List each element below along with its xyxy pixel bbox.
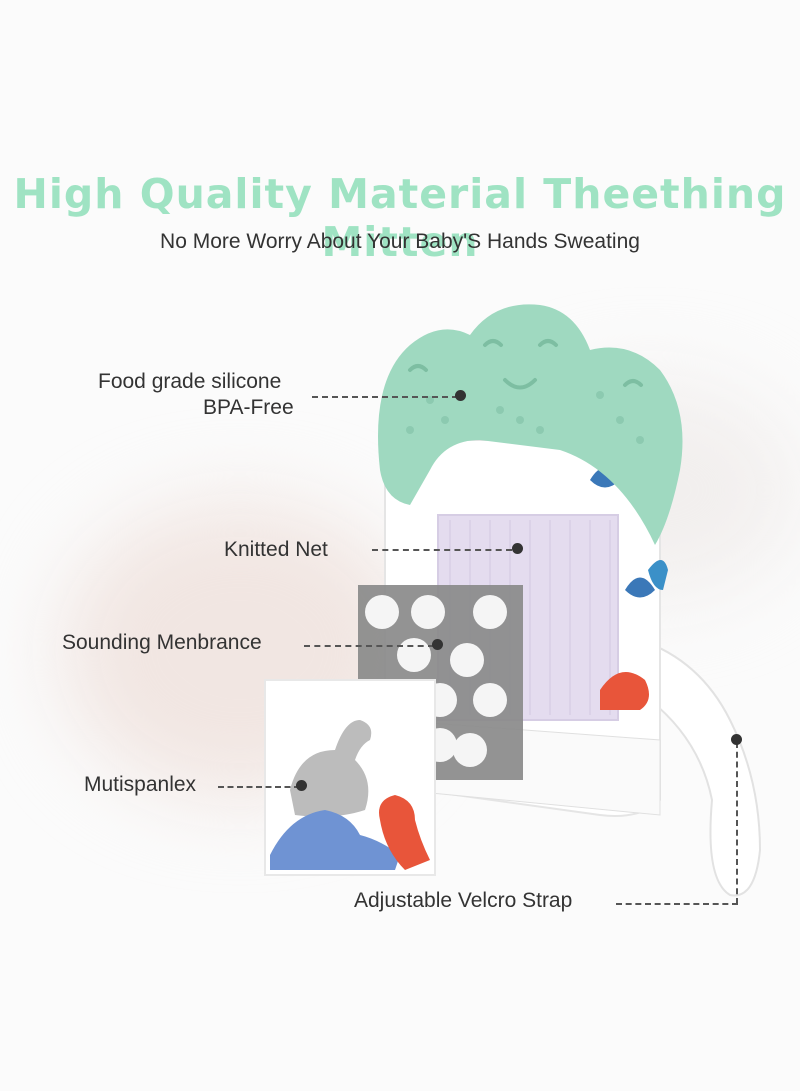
dino-gray [290,720,372,817]
leaf-decoration [625,577,655,598]
callout-sounding-membrane: Sounding Menbrance [62,631,262,654]
callout-strap-leader [616,903,738,905]
silicone-top [378,304,683,545]
dino-blue-decoration [648,560,668,590]
dino-red-decoration [600,672,649,710]
callout-sounding-dot [432,639,443,650]
callout-silicone-line2: BPA-Free [203,396,294,419]
callout-knitted-net-leader [372,549,512,551]
velcro-strap [638,638,762,897]
callout-fabric-leader [218,786,300,788]
dino-blue [270,810,400,870]
dino-red [379,795,430,870]
callout-strap-vertical-leader [736,742,738,904]
callout-strap-dot [731,734,742,745]
silicone-bumps [406,391,644,444]
callout-fabric: Mutispanlex [84,773,197,796]
page-subtitle: No More Worry About Your Baby'S Hands Sw… [160,230,640,253]
page-title: High Quality Material Theething Mitten [13,170,787,266]
callout-knitted-net-dot [512,543,523,554]
callout-strap: Adjustable Velcro Strap [354,889,573,912]
callout-silicone-dot [455,390,466,401]
callout-silicone-leader [312,396,458,398]
callout-silicone-line1: Food grade silicone [98,370,282,393]
silicone-smiles [408,339,643,390]
callout-knitted-net: Knitted Net [224,538,328,561]
callout-sounding-leader [304,645,434,647]
callout-fabric-dot [296,780,307,791]
